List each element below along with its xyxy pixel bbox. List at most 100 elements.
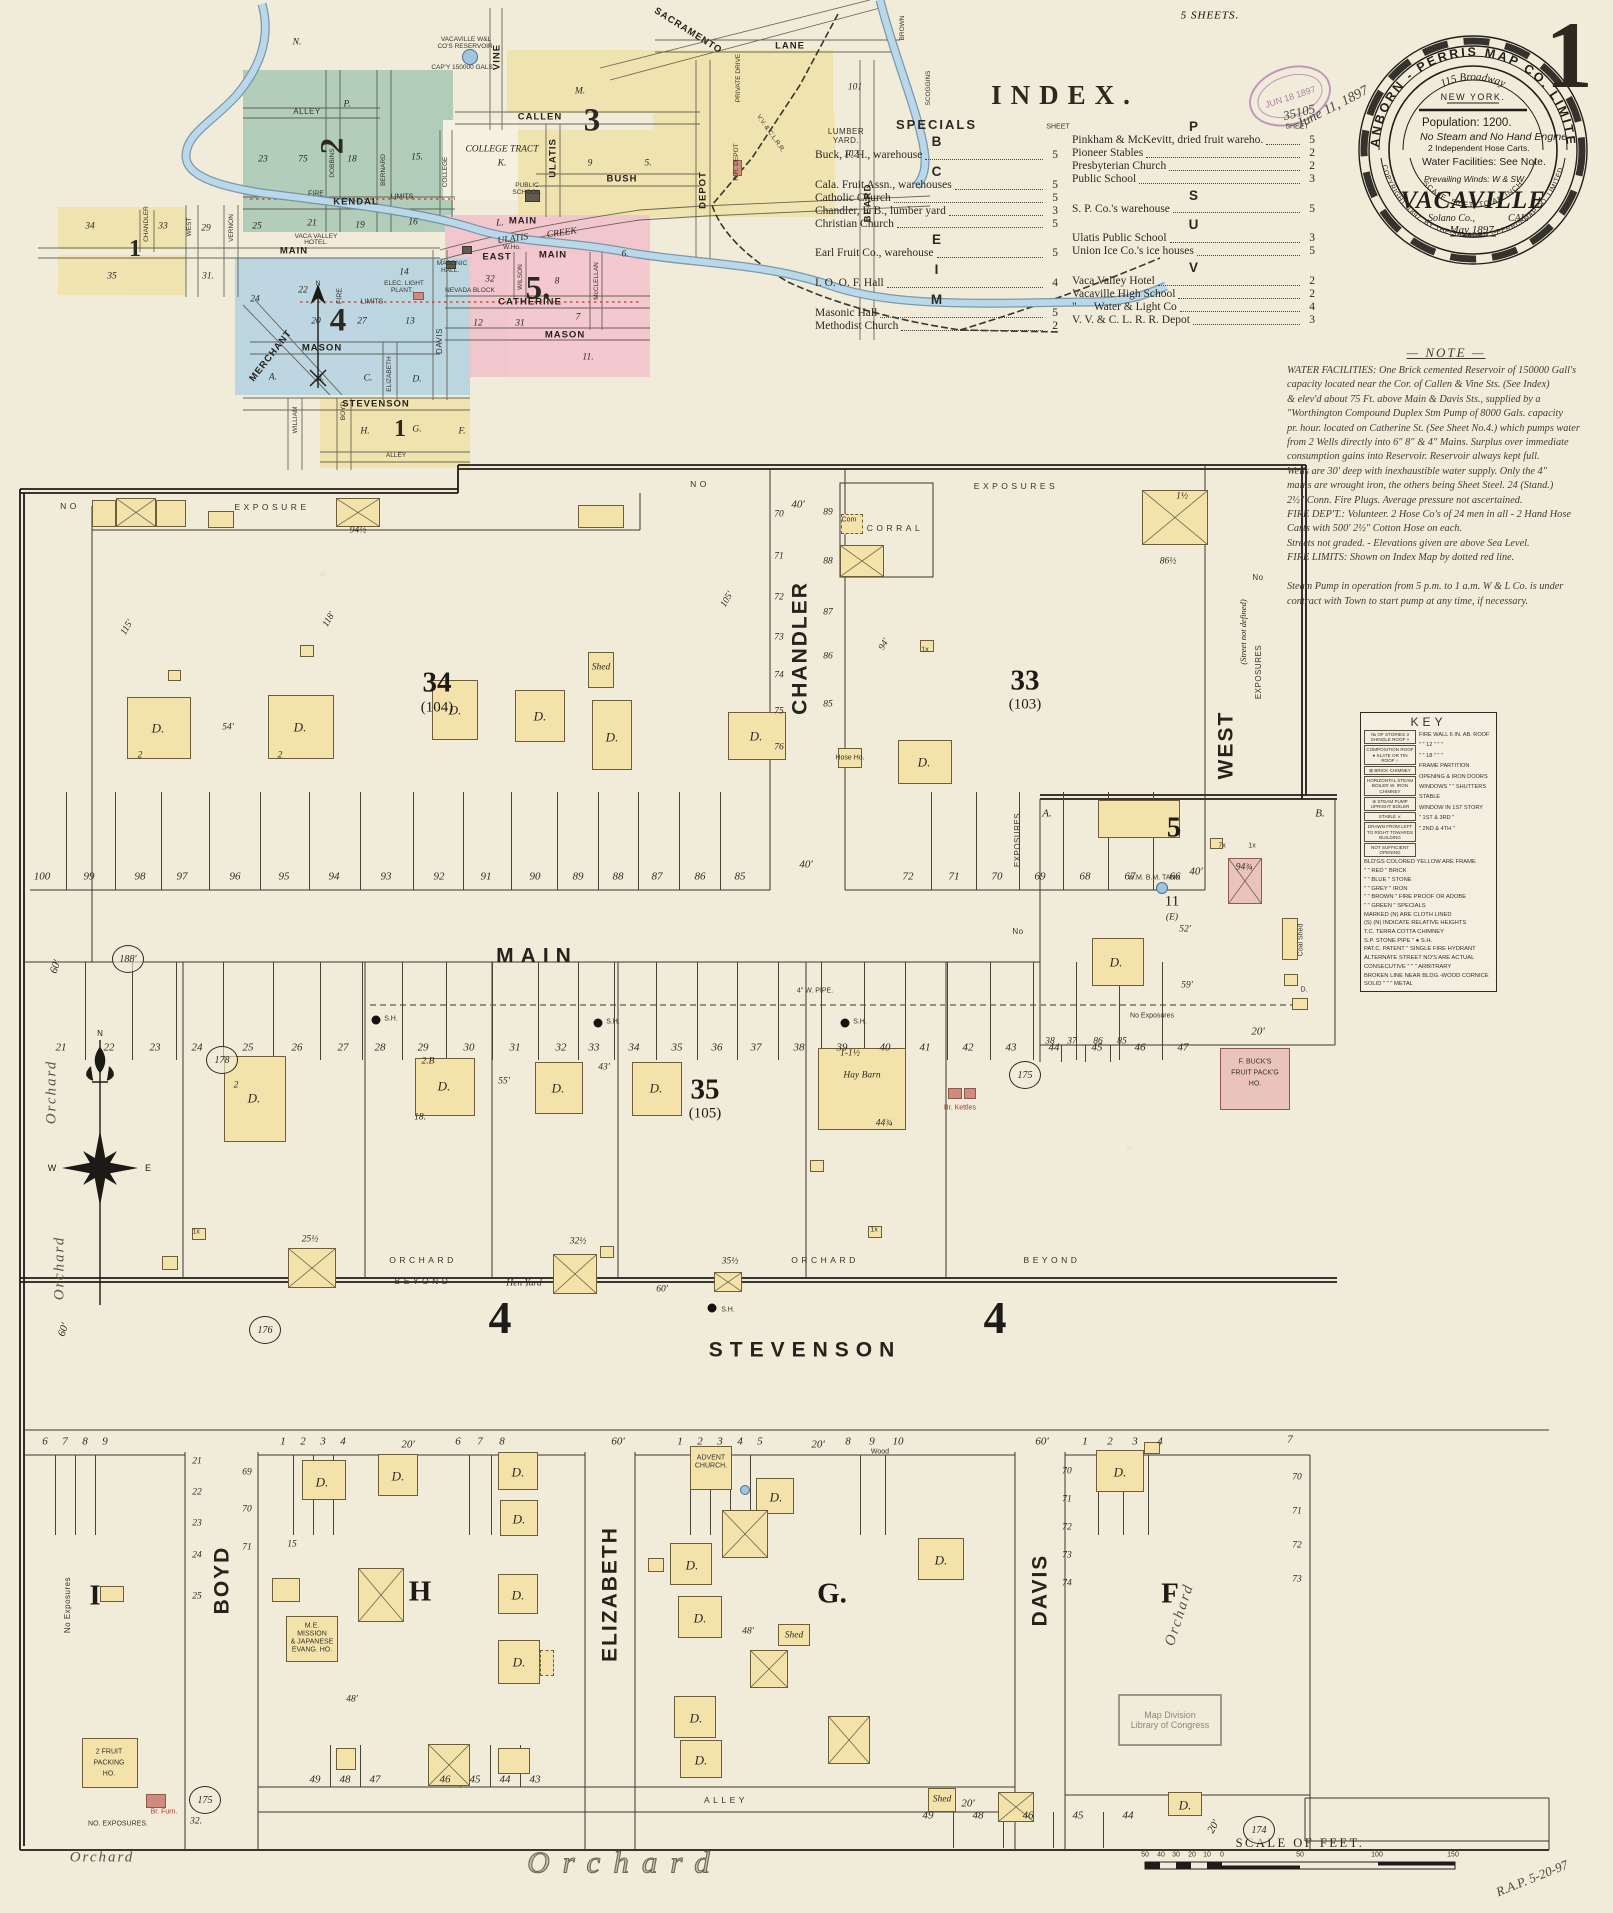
map-label: D. [1113, 1464, 1127, 1480]
stamp-date: May 1897. [1448, 224, 1496, 236]
map-label: F. BUCK'S [1238, 1058, 1272, 1066]
building-footprint [146, 1794, 166, 1808]
note-line [1287, 566, 1605, 580]
map-label: B. [315, 373, 325, 384]
map-label: ORCHARD [389, 1254, 457, 1265]
building-footprint [632, 1062, 682, 1116]
map-label: FIRE [308, 190, 324, 198]
note-line: pr. hour. located on Catherine St. (See … [1287, 422, 1580, 434]
library-stamp-line1: Map Division [1144, 1710, 1196, 1720]
note-line: FIRE DEP'T.: Volunteer. 2 Hose Co's of 2… [1287, 509, 1571, 521]
main-compass: N W E [48, 1029, 151, 1305]
map-label: 5 [1166, 811, 1182, 844]
dotted-leader [886, 287, 1043, 289]
map-label: 1 [129, 236, 141, 262]
building-footprint [82, 1738, 138, 1788]
map-label: 20' [401, 1438, 415, 1451]
map-label: 74 [1062, 1578, 1072, 1589]
main-map-border [19, 464, 1549, 1851]
map-label: 40' [791, 498, 805, 511]
building-footprint [674, 1696, 716, 1738]
building-footprint [1282, 918, 1298, 960]
map-label: VINE [491, 43, 503, 71]
index-entry-name: V. V. & C. L. R. R. Depot [1072, 313, 1190, 326]
lot-line [320, 962, 321, 1060]
map-label: MAIN [508, 215, 538, 227]
map-label: S.H. [606, 1018, 620, 1026]
map-label: D. [512, 1654, 526, 1670]
key-line: PAT.C. PATENT " SINGLE FIRE HYDRANT [1364, 946, 1476, 953]
building-footprint [592, 700, 632, 770]
dotted-leader [1178, 297, 1300, 299]
lot-number: 29 [417, 1041, 429, 1054]
map-label: 7 [1287, 1433, 1293, 1446]
lot-line [510, 792, 512, 890]
lot-line [720, 792, 721, 890]
index-entry-sheet: 5 [1052, 149, 1058, 161]
lot-number: 44 [1122, 1809, 1134, 1822]
stamp-state: CAL. [1508, 213, 1529, 224]
lot-number: 99 [83, 870, 95, 883]
map-label: 31. [202, 271, 214, 282]
map-label: W.M. B.M. TANK [1127, 874, 1181, 882]
dotted-leader [901, 329, 1043, 331]
map-label: Orchard [69, 1849, 135, 1866]
map-label: MAIN [279, 245, 309, 257]
map-label: 102 [843, 149, 859, 160]
map-label: 23 [258, 154, 268, 165]
lot-line [885, 1455, 886, 1535]
map-label: 73 [1292, 1574, 1302, 1585]
building-footprint [162, 1256, 178, 1270]
map-label: 71 [774, 551, 784, 562]
key-line: " " 18 " " " [1419, 752, 1443, 759]
building-footprint [500, 1500, 538, 1536]
index-group-letter: V [1188, 260, 1198, 276]
map-label: L. [496, 218, 504, 229]
building-footprint [300, 645, 314, 657]
building-footprint [1092, 938, 1144, 986]
water-feature-dot [462, 49, 478, 65]
map-label: 30 [1172, 1851, 1180, 1859]
map-label: ALLEY [385, 451, 407, 459]
map-label: CHURCH. [694, 1462, 728, 1470]
map-label: EVANG. HO. [291, 1646, 333, 1654]
building-footprint [498, 1452, 538, 1490]
building-footprint [750, 1650, 788, 1688]
map-label: 7 [575, 312, 581, 323]
lot-line [736, 962, 738, 1060]
lot-line [222, 962, 224, 1060]
map-label: 15. [411, 152, 423, 163]
lot-number: 1 [1082, 1435, 1088, 1448]
index-entry-sheet: 3 [1052, 204, 1058, 217]
index-entry-name: Vaca Valley Hotel [1072, 275, 1155, 288]
lot-line [330, 1745, 331, 1787]
map-label: DEPOT [697, 171, 709, 209]
lot-line [946, 962, 948, 1060]
map-label: No [1252, 573, 1264, 582]
index-title: INDEX. [991, 80, 1139, 110]
lot-number: 5 [757, 1435, 763, 1448]
lot-number: 9 [869, 1435, 875, 1448]
lot-line [1085, 1045, 1086, 1062]
building-footprint [462, 246, 472, 254]
map-label: Wood [870, 1448, 890, 1456]
key-full-lines: BLD'GS COLORED YELLOW ARE FRAME" " RED "… [1364, 858, 1493, 989]
lot-line [614, 962, 615, 1060]
map-label: 20 [1188, 1851, 1196, 1859]
map-label: 70 [1062, 1466, 1072, 1477]
lot-line [577, 962, 579, 1060]
index-entry-name: I. O. O. F. Hall [815, 277, 884, 290]
map-label: D. [934, 1552, 948, 1568]
map-label: ALLEY [293, 107, 321, 116]
key-right-column: FIRE WALL 6 IN. AB. ROOF" " 12 " " "" " … [1419, 730, 1493, 858]
map-label: 1x [192, 1228, 200, 1236]
map-label: 70 [1292, 1472, 1302, 1483]
stamp-address: 115 Broadway [1439, 71, 1508, 90]
